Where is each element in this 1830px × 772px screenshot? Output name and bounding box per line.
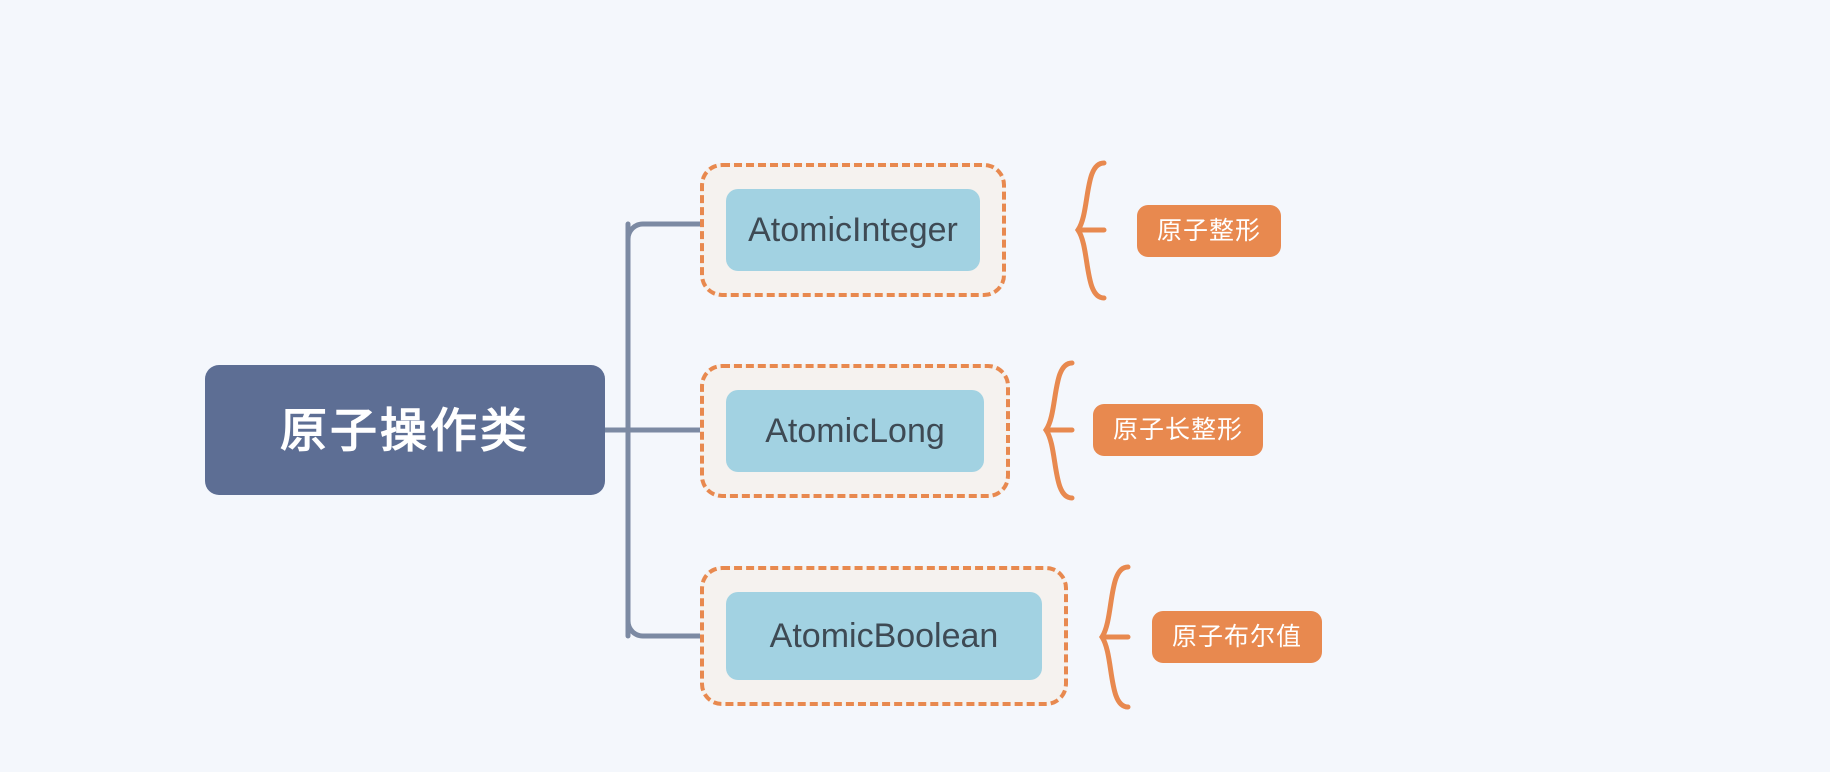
badge-atomicinteger[interactable]: 原子整形 [1137,205,1282,257]
group-box-atomiclong[interactable]: AtomicLong [700,364,1010,498]
root-node[interactable]: 原子操作类 [205,365,605,495]
badge-label: 原子长整形 [1113,415,1244,444]
badge-label: 原子整形 [1157,216,1262,245]
curly-brace-icon-3 [1098,564,1131,710]
group-box-atomicinteger[interactable]: AtomicInteger [700,163,1006,297]
leaf-node-label: AtomicInteger [748,211,958,249]
curly-brace-icon-1 [1074,160,1107,301]
leaf-node-label: AtomicLong [765,412,945,450]
curly-brace-icon-2 [1042,360,1075,501]
leaf-node-label: AtomicBoolean [769,617,999,655]
leaf-node-atomiclong[interactable]: AtomicLong [726,390,984,472]
badge-atomicboolean[interactable]: 原子布尔值 [1152,611,1323,663]
badge-label: 原子布尔值 [1172,622,1303,651]
root-node-label: 原子操作类 [280,403,530,457]
leaf-node-atomicinteger[interactable]: AtomicInteger [726,189,980,271]
leaf-node-atomicboolean[interactable]: AtomicBoolean [726,592,1042,680]
badge-atomiclong[interactable]: 原子长整形 [1093,404,1264,456]
group-box-atomicboolean[interactable]: AtomicBoolean [700,566,1068,706]
